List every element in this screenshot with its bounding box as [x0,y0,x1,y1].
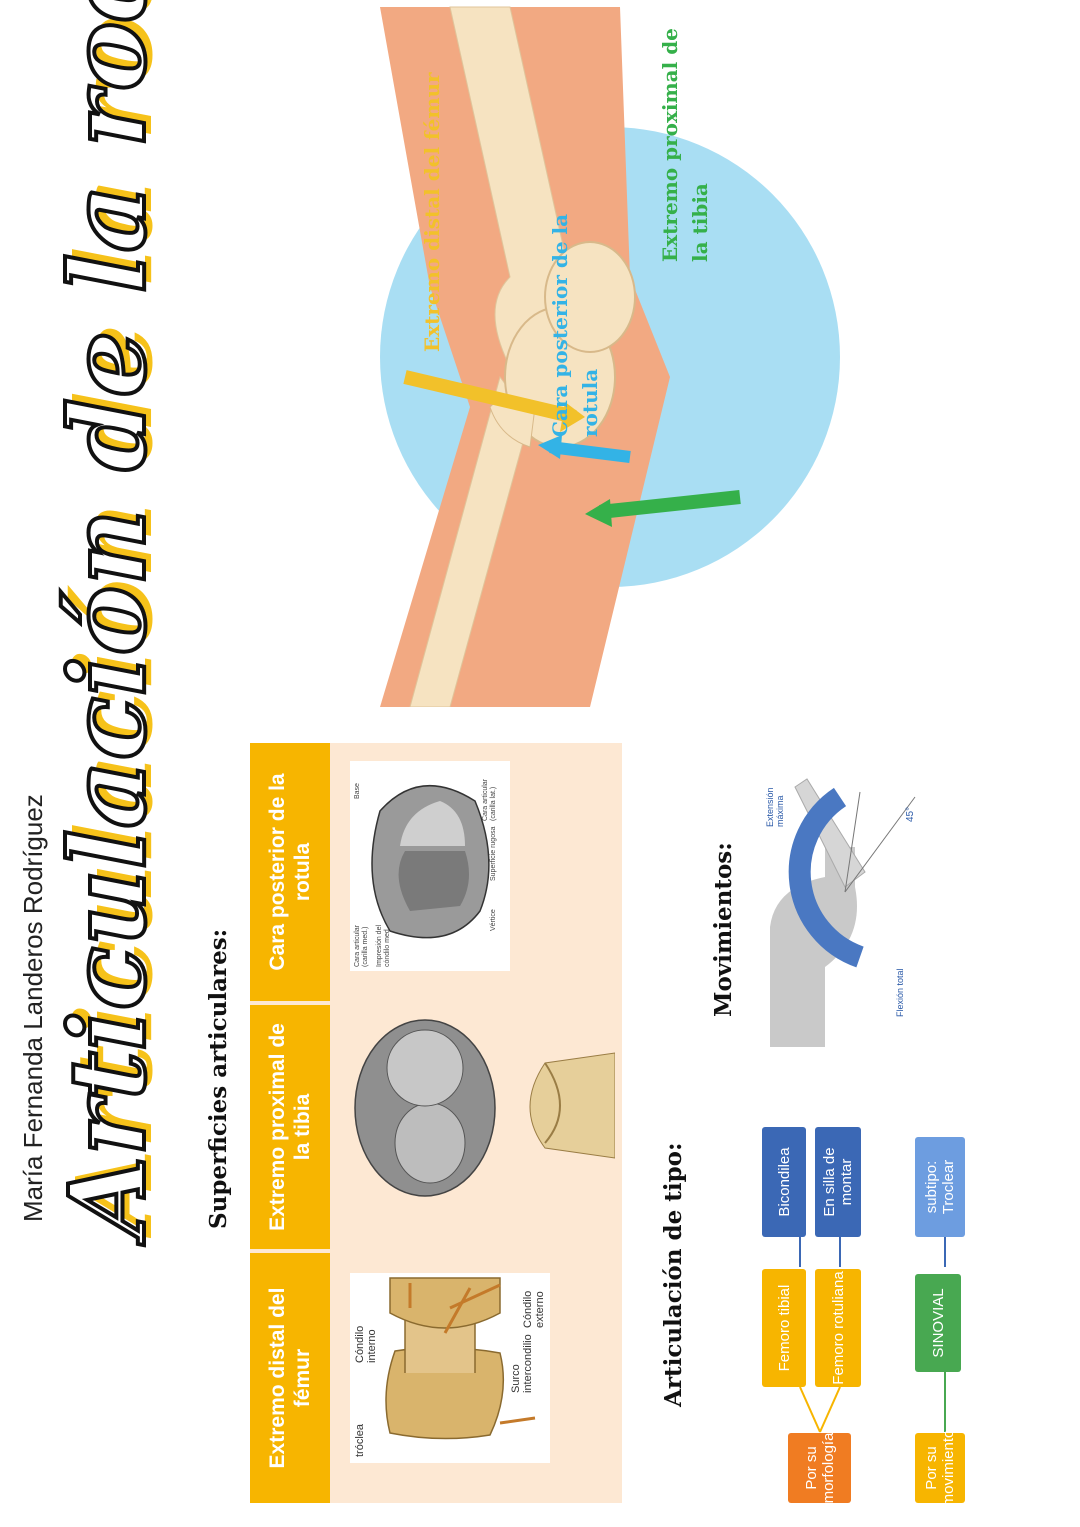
sinovial-box: SINOVIAL [915,1274,961,1372]
tibia-illustration [354,1019,616,1197]
step-1-label: 1 [855,825,865,831]
flexion-total-label: Flexión total [895,968,905,1017]
por-su-morfologia-box: Por su morfología [788,1433,851,1503]
extension-maxima-label: Extensión máxima [765,787,785,827]
knee-flexion-diagram [770,778,916,1047]
movimientos-figure: 2 1 Flexión total Extensión máxima 45° [765,777,925,1047]
en-silla-de-montar-box: En silla de montar [815,1127,861,1237]
femoro-rotuliana-box: Femoro rotuliana [815,1269,861,1387]
movimientos-heading: Movimientos: [710,842,737,1017]
tibia-figure [345,1003,616,1203]
femoro-tibial-box: Femoro tibial [762,1269,806,1387]
knee-illustration [380,6,840,708]
subtipo-troclear-box: subtipo: Troclear [915,1137,965,1237]
femur-figure: tróclea Cóndilo interno Cóndilo externo … [350,1273,550,1463]
label-extremo-distal-femur: Extremo distal del fémur [420,72,444,352]
angle-label: 45° [905,806,916,822]
rotula-illustration [371,784,490,939]
bicondilea-box: Bicondilea [762,1127,806,1237]
por-su-movimiento-box: Por su movimiento [915,1430,965,1506]
knee-illustration-area [370,0,840,708]
step-2-label: 2 [865,925,875,931]
label-cara-posterior-rotula: Cara posterior de la rotula [548,213,602,437]
label-extremo-proximal-tibia: Extremo proximal de la tibia [658,28,712,262]
femur-illustration [385,1277,536,1440]
superficies-table: Extremo distal del fémur Extremo proxima… [250,743,622,1503]
rotula-figure: Cara articular (carilla med.) Impresión … [350,761,510,971]
